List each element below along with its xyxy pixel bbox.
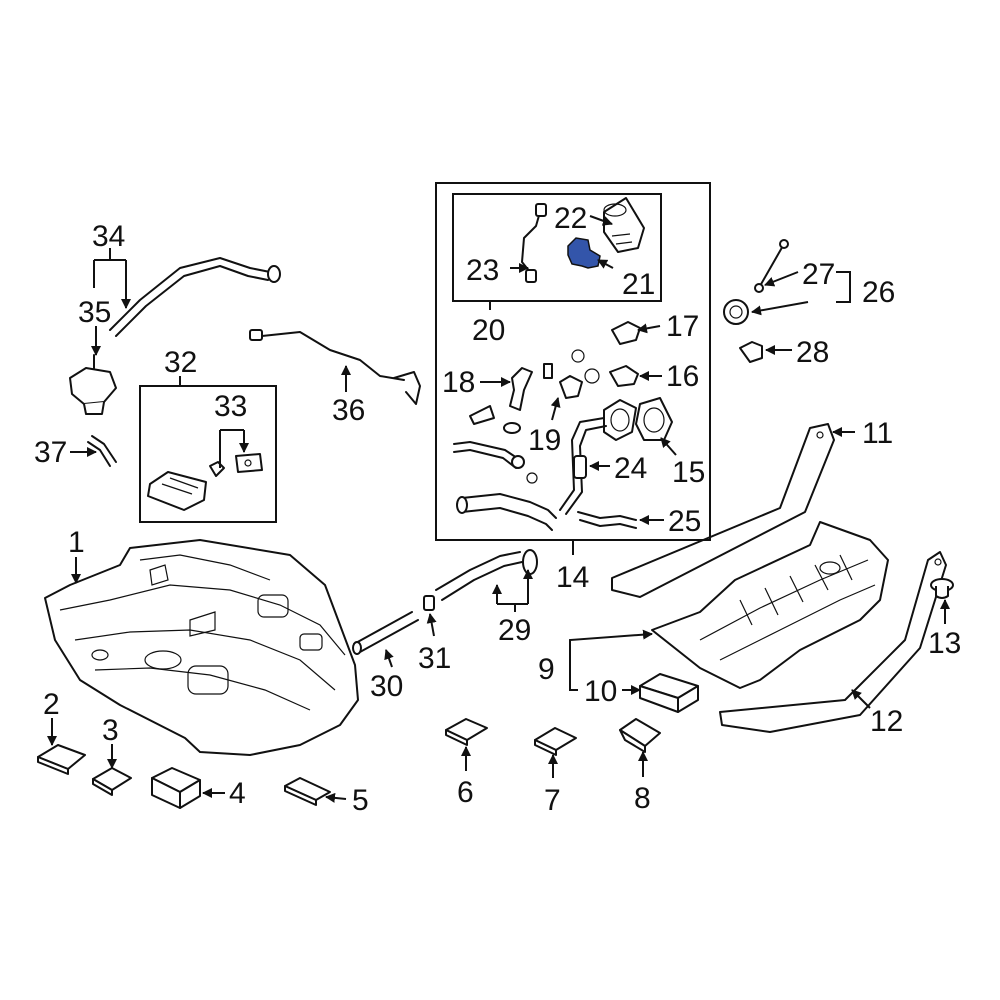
insulator-pad-5[interactable] — [284, 777, 331, 806]
highlighted-part-21[interactable] — [567, 237, 601, 269]
bracket-small[interactable] — [469, 405, 495, 425]
callout-24: 24 — [614, 452, 647, 485]
fuel-hose-upper[interactable] — [453, 441, 525, 469]
sensor-harness-36[interactable] — [249, 329, 421, 405]
callout-3: 3 — [102, 714, 119, 747]
callout-36: 36 — [332, 394, 365, 427]
pump-gasket-15[interactable] — [635, 397, 673, 441]
callout-20: 20 — [472, 314, 505, 347]
callout-22: 22 — [554, 202, 587, 235]
callout-26: 26 — [862, 276, 895, 309]
callout-5: 5 — [352, 784, 369, 817]
callout-35: 35 — [78, 296, 111, 329]
fuel-filter-22[interactable] — [603, 197, 645, 253]
callout-4: 4 — [229, 777, 246, 810]
callout-13: 13 — [928, 627, 961, 660]
callout-17: 17 — [666, 310, 699, 343]
filler-hose-29[interactable] — [435, 549, 538, 601]
insulator-pad-2[interactable] — [37, 744, 86, 775]
callout-25: 25 — [668, 505, 701, 538]
insulator-pad-6[interactable] — [445, 718, 488, 746]
callout-28: 28 — [796, 336, 829, 369]
filler-hose-assembly[interactable] — [456, 472, 557, 531]
vent-hose-18[interactable] — [509, 363, 553, 411]
hose-37[interactable] — [87, 435, 117, 467]
clamp-32[interactable] — [147, 471, 207, 511]
callout-32: 32 — [164, 346, 197, 379]
callout-12: 12 — [870, 705, 903, 738]
callout-18: 18 — [442, 366, 475, 399]
filler-pipe-30[interactable] — [352, 611, 419, 655]
insulator-pad-3[interactable] — [92, 767, 132, 796]
fuel-tank[interactable] — [44, 539, 359, 756]
callout-9: 9 — [538, 653, 555, 686]
insulator-pad-8[interactable] — [619, 718, 661, 753]
callout-labels: 1 2 3 4 5 6 7 8 9 10 11 12 13 14 15 16 1… — [34, 202, 961, 817]
callout-1: 1 — [68, 526, 85, 559]
callout-7: 7 — [544, 784, 561, 817]
callout-30: 30 — [370, 670, 403, 703]
tank-strap-11[interactable] — [611, 423, 835, 598]
insulator-block-4[interactable] — [151, 767, 201, 809]
sender-harness-23[interactable] — [521, 203, 547, 283]
strap-bolt-13[interactable] — [930, 578, 954, 599]
fuel-cap-26[interactable] — [723, 299, 749, 325]
callout-8: 8 — [634, 782, 651, 815]
box-fuel-pump-assembly — [435, 182, 711, 541]
retainer-clip-17[interactable] — [611, 321, 641, 345]
vent-hose-34[interactable] — [109, 257, 281, 337]
tank-strap-12[interactable] — [719, 551, 947, 733]
pump-module-14[interactable] — [603, 399, 637, 441]
callout-23: 23 — [466, 254, 499, 287]
insulator-pad-7[interactable] — [534, 727, 577, 756]
vent-hose-25[interactable] — [577, 511, 637, 529]
pressure-regulator-21[interactable] — [567, 237, 601, 269]
callout-31: 31 — [418, 642, 451, 675]
callout-14: 14 — [556, 561, 589, 594]
box-clamp-kit — [139, 385, 277, 523]
callout-33: 33 — [214, 390, 247, 423]
callout-2: 2 — [43, 688, 60, 721]
fuel-line-24[interactable] — [559, 417, 607, 515]
callout-16: 16 — [666, 360, 699, 393]
clip-33[interactable] — [209, 453, 263, 477]
clamp-31[interactable] — [423, 595, 435, 611]
tether-27[interactable] — [754, 239, 789, 293]
callout-10: 10 — [584, 675, 617, 708]
leader-lines — [47, 215, 950, 803]
callout-29: 29 — [498, 614, 531, 647]
callout-11: 11 — [862, 417, 893, 450]
box-fuel-sender-subgroup — [452, 193, 662, 302]
filler-cap-seal-35[interactable] — [69, 354, 117, 415]
callout-34: 34 — [92, 220, 125, 253]
callout-19: 19 — [528, 424, 561, 457]
insulator-block-10[interactable] — [639, 673, 699, 713]
cap-clip-28[interactable] — [739, 341, 763, 363]
callout-6: 6 — [457, 776, 474, 809]
valve-19[interactable] — [559, 375, 583, 399]
callout-37: 37 — [34, 436, 67, 469]
callout-27: 27 — [802, 258, 835, 291]
fitting-16[interactable] — [571, 349, 639, 387]
callout-15: 15 — [672, 456, 705, 489]
cap-small[interactable] — [503, 422, 521, 434]
callout-21: 21 — [622, 268, 655, 301]
tank-shield-9[interactable] — [651, 521, 889, 689]
